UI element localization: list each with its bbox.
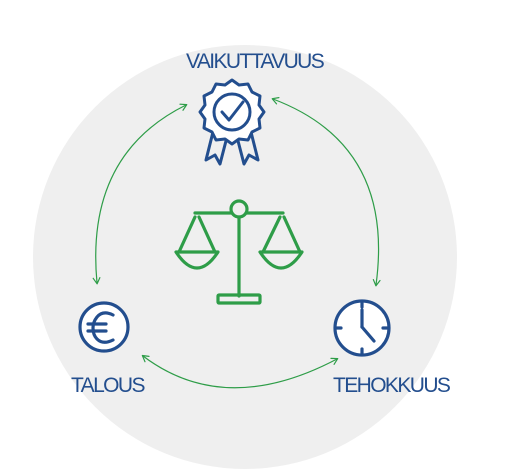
label-tehokkuus: TEHOKKUUS [333,374,451,397]
label-talous: TALOUS [71,374,145,397]
award-ribbon-check-icon [198,78,266,166]
arrow-top-to-right [271,97,381,287]
balance-scale-icon [174,199,304,305]
arrow-left-to-right [141,354,339,389]
arrow-top-to-left [92,103,188,285]
clock-icon [333,299,391,357]
cycle-arrows [92,97,381,389]
euro-coin-icon [78,301,130,353]
label-vaikuttavuus: VAIKUTTAVUUS [186,50,325,73]
